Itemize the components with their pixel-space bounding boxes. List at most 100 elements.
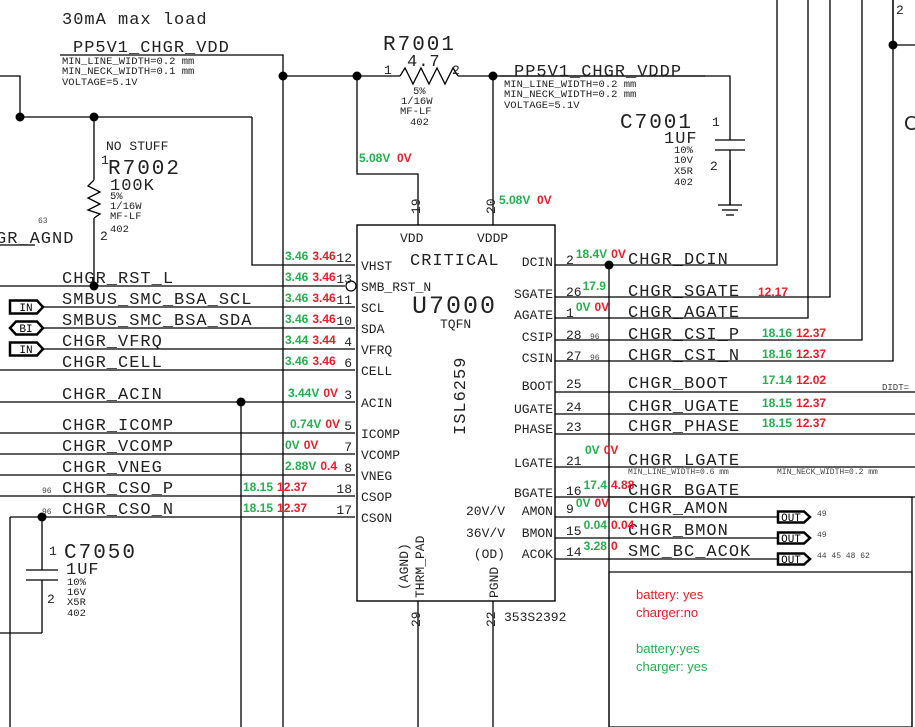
net-label-chgr-bmon[interactable]: CHGR_BMON xyxy=(628,522,729,541)
net-label-vdd[interactable]: PP5V1_CHGR_VDD xyxy=(73,39,230,58)
net-label-agnd[interactable]: GR_AGND xyxy=(0,230,74,249)
c7050-value: 1UF xyxy=(66,561,100,580)
net-label-chgr-dcin[interactable]: CHGR_DCIN xyxy=(628,251,729,270)
ic-pin-number: 10 xyxy=(336,314,352,329)
ic-pin-number: 24 xyxy=(566,400,582,415)
ic-pin-number: 28 xyxy=(566,328,582,343)
net-label-chgr-cso-n[interactable]: CHGR_CSO_N xyxy=(62,501,174,520)
didt-label: DIDT= xyxy=(882,383,909,393)
ic-pin-number: 2 xyxy=(566,253,574,268)
port-label: IN xyxy=(19,303,32,315)
c7050-prop: 16V xyxy=(67,587,87,599)
vdd-prop: MIN_NECK_WIDTH=0.1 mm xyxy=(62,66,194,78)
ic-pin-number: 5 xyxy=(344,419,352,434)
net-label-chgr-phase[interactable]: CHGR_PHASE xyxy=(628,418,740,437)
ic-pin-name: AMON xyxy=(522,504,553,519)
r7001-ref[interactable]: R7001 xyxy=(383,34,456,57)
ic-pin-number: 6 xyxy=(344,356,352,371)
charger-voltage: 18.15 xyxy=(762,396,792,410)
net-label-smbus-smc-bsa-scl[interactable]: SMBUS_SMC_BSA_SCL xyxy=(62,291,252,310)
net-label-chgr-amon[interactable]: CHGR_AMON xyxy=(628,500,729,519)
r7002-pin1: 1 xyxy=(101,153,109,168)
net-label-chgr-vcomp[interactable]: CHGR_VCOMP xyxy=(62,438,174,457)
ic-pin-name: CSOP xyxy=(361,490,392,505)
net-label-chgr-ugate[interactable]: CHGR_UGATE xyxy=(628,398,740,417)
net-label-chgr-vfrq[interactable]: CHGR_VFRQ xyxy=(62,333,163,352)
net-label-chgr-vneg[interactable]: CHGR_VNEG xyxy=(62,459,163,478)
ic-pin-number: 25 xyxy=(566,377,582,392)
net-label-chgr-agate[interactable]: CHGR_AGATE xyxy=(628,304,740,323)
ic-ref[interactable]: U7000 xyxy=(412,292,497,321)
net-label-chgr-csi-p[interactable]: CHGR_CSI_P xyxy=(628,326,740,345)
net-label-smbus-smc-bsa-sda[interactable]: SMBUS_SMC_BSA_SDA xyxy=(62,312,252,331)
vddp-charger-voltage: 5.08V xyxy=(499,193,530,207)
net-label-smc-bc-acok[interactable]: SMC_BC_ACOK xyxy=(628,543,751,562)
page-ref: 96 xyxy=(42,508,52,517)
ic-pin-name: VNEG xyxy=(361,469,392,484)
net-label-vddp[interactable]: PP5V1_CHGR_VDDP xyxy=(514,63,682,82)
r7002-ref[interactable]: R7002 xyxy=(108,158,181,181)
ic-pin-name: SCL xyxy=(361,301,384,316)
charger-voltage: 3.44V xyxy=(288,386,319,400)
battery-voltage: 0V xyxy=(595,496,610,510)
r7001-pin1: 1 xyxy=(384,63,392,78)
net-label-chgr-boot[interactable]: CHGR_BOOT xyxy=(628,375,729,394)
net-label-chgr-acin[interactable]: CHGR_ACIN xyxy=(62,386,163,405)
net-label-chgr-cso-p[interactable]: CHGR_CSO_P xyxy=(62,480,174,499)
ic-body[interactable] xyxy=(356,224,556,602)
battery-voltage: 12.02 xyxy=(796,373,826,387)
vdd-charger-voltage: 5.08V xyxy=(359,151,390,165)
legend-with-charger-line2: charger: yes xyxy=(636,659,708,674)
r7001-prop: 1/16W xyxy=(401,96,433,108)
net-label-chgr-lgate[interactable]: CHGR_LGATE xyxy=(628,452,740,471)
charger-voltage: 3.44 xyxy=(285,333,309,347)
legend: battery: yes charger:no battery:yes char… xyxy=(636,587,708,674)
ic-pin-gain: 36V/V xyxy=(466,526,505,541)
net-label-chgr-cell[interactable]: CHGR_CELL xyxy=(62,354,163,373)
lgate-prop: MIN_LINE_WIDTH=0.6 mm xyxy=(628,468,729,477)
net-label-chgr-sgate[interactable]: CHGR_SGATE xyxy=(628,283,740,302)
charger-voltage: 17.4 xyxy=(584,478,608,492)
load-note: 30mA max load xyxy=(62,11,208,30)
net-label-chgr-icomp[interactable]: CHGR_ICOMP xyxy=(62,417,174,436)
port-in-icon xyxy=(8,299,45,315)
net-label-chgr-csi-n[interactable]: CHGR_CSI_N xyxy=(628,347,740,366)
ic-pin-name: VCOMP xyxy=(361,448,400,463)
ic-pin-number: 21 xyxy=(566,454,582,469)
page-refs: 49 xyxy=(817,531,827,540)
c7050-prop: X5R xyxy=(67,597,87,609)
c7001-ref[interactable]: C7001 xyxy=(620,112,693,135)
right-partial-ref: C xyxy=(904,113,915,135)
net-label-chgr-rst-l[interactable]: CHGR_RST_L xyxy=(62,270,174,289)
ic-pin-name: UGATE xyxy=(514,402,553,417)
page-ref: 96 xyxy=(42,487,52,496)
net-label-chgr-bgate[interactable]: CHGR_BGATE xyxy=(628,482,740,501)
c7050-ref[interactable]: C7050 xyxy=(64,542,137,565)
ground-icon xyxy=(718,204,742,216)
